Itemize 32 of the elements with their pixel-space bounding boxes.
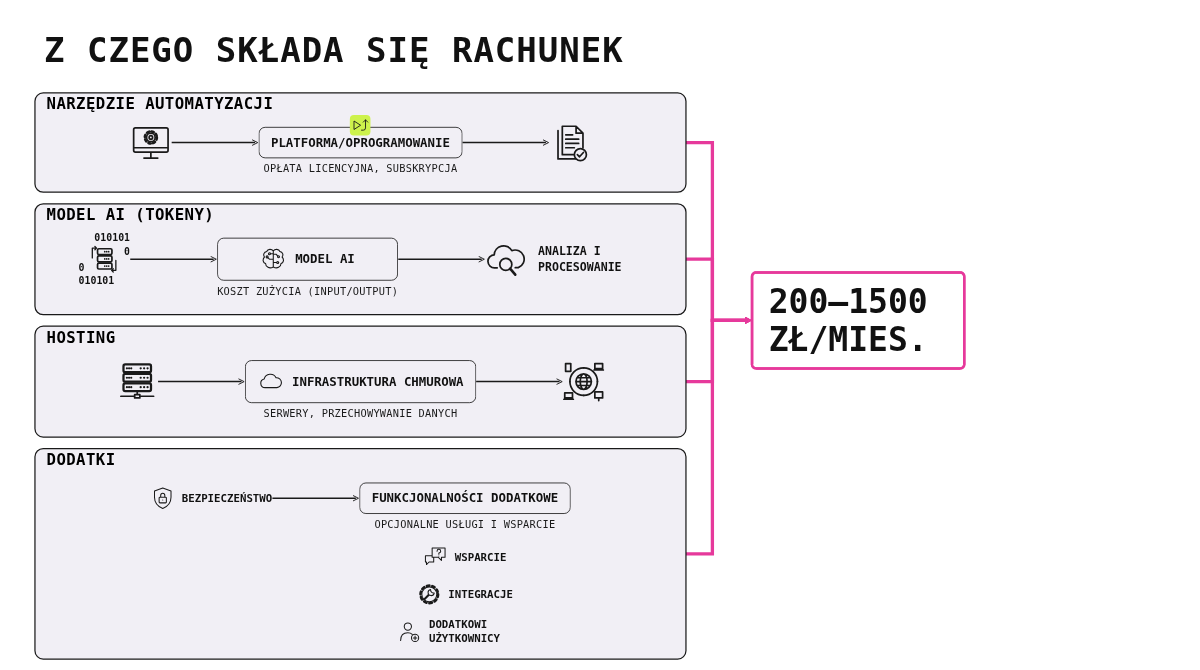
result-box <box>750 271 966 370</box>
node-label: MODEL AI <box>295 251 355 267</box>
total-label: 200–1500 ZŁ/MIES. <box>767 281 929 361</box>
node-caption: OPŁATA LICENCYJNA, SUBSKRYPCJA <box>262 161 459 177</box>
binary-digits: 0 <box>78 261 85 273</box>
binary-digits: 010101 <box>78 274 116 287</box>
panel-title: MODEL AI (TOKENY) <box>46 205 215 224</box>
binary-digits: 010101 <box>93 231 131 244</box>
node-label: INFRASTRUKTURA CHMUROWA <box>292 374 464 390</box>
arrow <box>129 256 217 263</box>
arrow <box>475 378 563 385</box>
arrow <box>685 317 752 556</box>
panel-title: NARZĘDZIE AUTOMATYZACJI <box>46 94 274 113</box>
item-label: INTEGRACJE <box>448 587 513 601</box>
item-label: DODATKOWI UŻYTKOWNICY <box>428 618 501 645</box>
item-label: BEZPIECZEŃSTWO <box>181 491 273 505</box>
node-caption: SERWERY, PRZECHOWYWANIE DANYCH <box>262 406 459 422</box>
node-label: ANALIZA I PROCESOWANIE <box>538 243 623 275</box>
title: Z CZEGO SKŁADA SIĘ RACHUNEK <box>44 29 624 72</box>
node-caption: KOSZT ZUŻYCIA (INPUT/OUTPUT) <box>217 283 399 300</box>
panel-title: DODATKI <box>46 450 116 469</box>
category-panel <box>34 92 687 193</box>
node-label: PLATFORMA/OPROGRAMOWANIE <box>270 135 450 151</box>
arrow <box>397 256 485 263</box>
panel-title: HOSTING <box>46 327 116 346</box>
category-panel <box>34 448 687 660</box>
node-caption: OPCJONALNE USŁUGI I WSPARCIE <box>373 517 557 533</box>
arrow <box>271 495 359 502</box>
item-label: WSPARCIE <box>454 551 507 565</box>
node-label: FUNKCJONALNOŚCI DODATKOWE <box>371 490 559 506</box>
category-panel <box>34 203 687 316</box>
binary-digits: 0 <box>124 245 131 258</box>
